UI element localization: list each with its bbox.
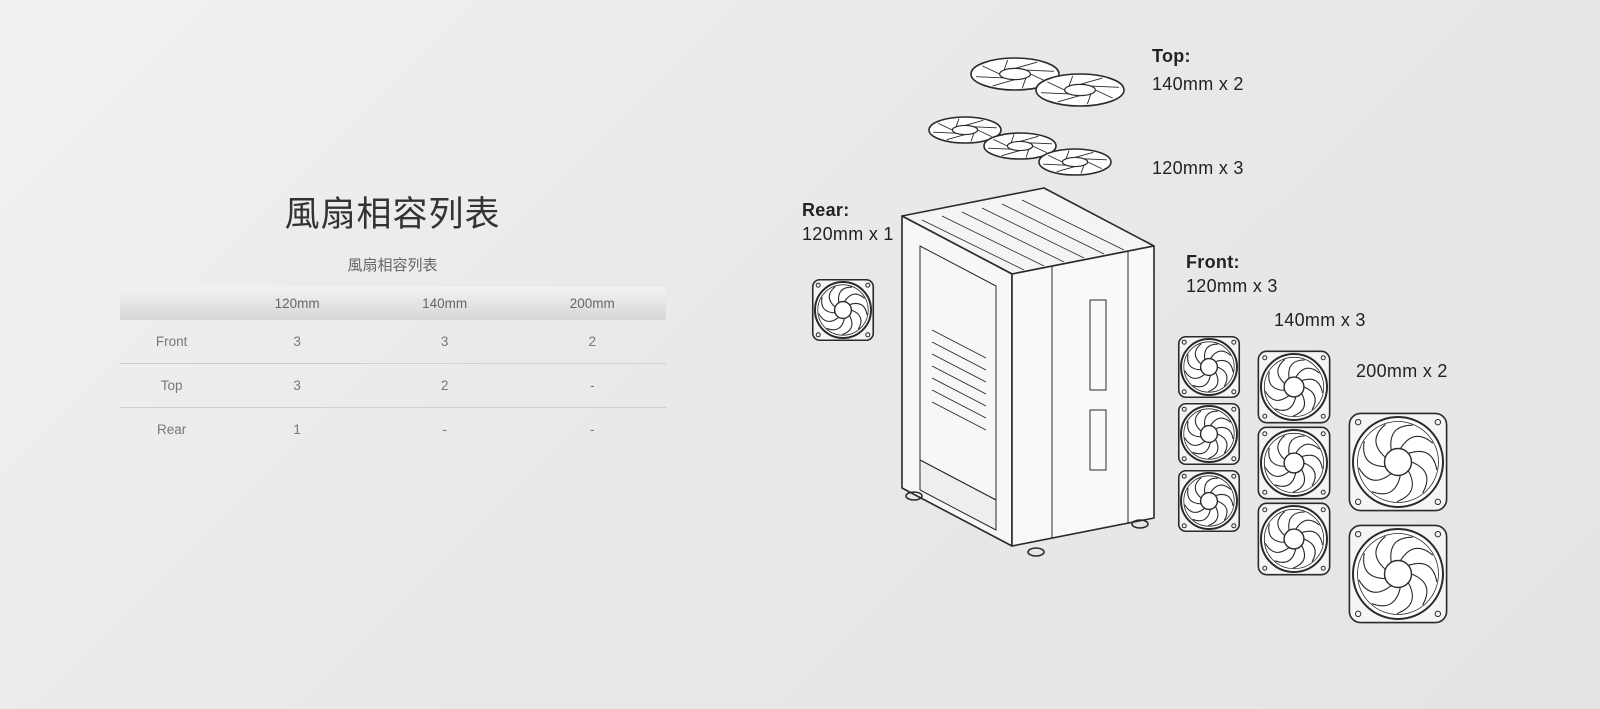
top-140mm-fan-1	[970, 57, 1060, 91]
top-140mm-label: 140mm x 2	[1152, 74, 1244, 94]
top-120mm-fan-3	[1038, 148, 1112, 176]
table-cell: 3	[223, 363, 371, 408]
case-exploded-illustration	[811, 57, 1448, 624]
table-row-rear: Rear 1 - -	[120, 408, 666, 452]
table-cell: -	[518, 363, 666, 408]
front-200mm-label: 200mm x 2	[1356, 361, 1448, 381]
top-120mm-label: 120mm x 3	[1152, 158, 1244, 178]
table-cell: -	[589, 422, 595, 437]
table-header-row: 120mm 140mm 200mm	[120, 287, 666, 320]
page-title: 風扇相容列表	[284, 195, 501, 235]
column-header-200mm: 200mm	[518, 287, 666, 320]
front-140mm-fan-2	[1257, 426, 1331, 500]
front-140mm-fan-1	[1257, 350, 1331, 424]
front-200mm-fan-1	[1348, 412, 1448, 512]
front-heading-label: Front:	[1186, 252, 1240, 272]
front-120mm-label: 120mm x 3	[1186, 276, 1278, 296]
table-cell: -	[442, 422, 447, 437]
pc-case-chassis	[901, 187, 1155, 557]
table-cell: 3	[223, 320, 371, 364]
case-fan-diagram: Top: 140mm x 2 120mm x 3 Rear: 120mm x 1…	[790, 30, 1490, 670]
front-120mm-fan-3	[1177, 469, 1241, 533]
rear-heading-label: Rear:	[802, 200, 850, 220]
row-label: Top	[120, 363, 224, 408]
front-200mm-fan-2	[1348, 524, 1448, 624]
front-120mm-fan-1	[1177, 335, 1241, 399]
column-header-140mm: 140mm	[370, 287, 519, 320]
column-header-empty	[120, 287, 224, 320]
row-label: Front	[120, 320, 224, 364]
fan-compatibility-table: 120mm 140mm 200mm Front 3 3 2 Top 3 2 - …	[120, 287, 666, 451]
top-120mm-fan-1	[928, 116, 1002, 144]
fan-group	[811, 57, 1448, 624]
row-label: Rear	[157, 422, 187, 437]
table-cell: 3	[370, 320, 519, 364]
top-120mm-fan-2	[983, 132, 1057, 160]
rear-120mm-fan	[811, 278, 875, 342]
table-cell: 2	[370, 363, 519, 408]
front-140mm-fan-3	[1257, 502, 1331, 576]
top-heading-label: Top:	[1152, 46, 1191, 66]
front-140mm-label: 140mm x 3	[1274, 310, 1366, 330]
table-row-front: Front 3 3 2	[120, 320, 666, 364]
column-header-120mm: 120mm	[223, 287, 371, 320]
rear-120mm-label: 120mm x 1	[802, 224, 894, 244]
table-row-top: Top 3 2 -	[120, 363, 666, 408]
top-140mm-fan-2	[1035, 73, 1125, 107]
table-cell: 2	[518, 320, 666, 364]
table-cell: 1	[293, 422, 301, 437]
table-caption: 風扇相容列表	[347, 256, 438, 274]
front-120mm-fan-2	[1177, 402, 1241, 466]
